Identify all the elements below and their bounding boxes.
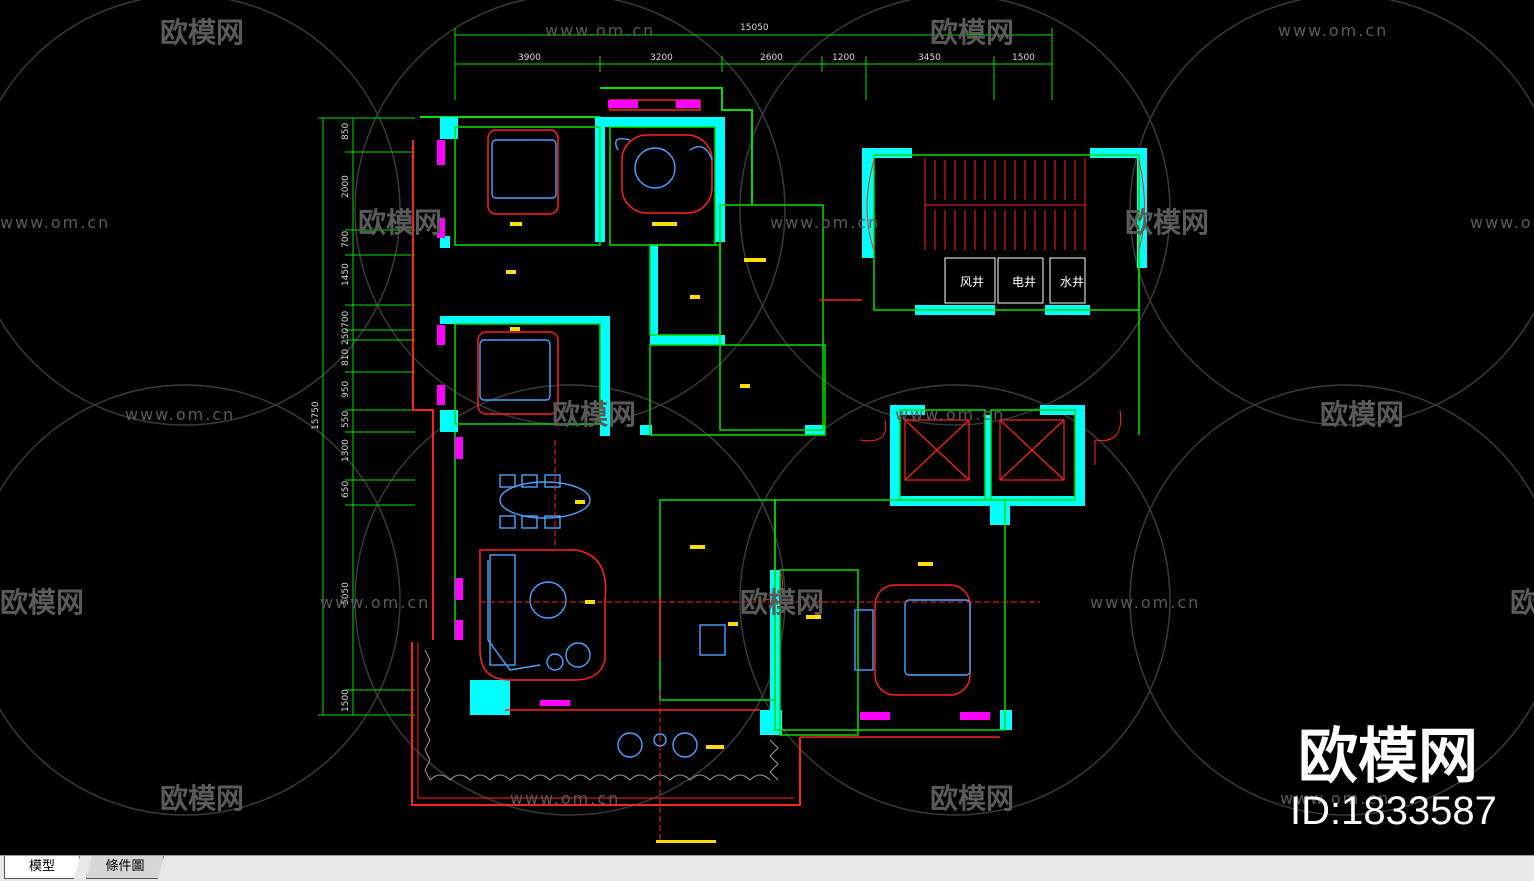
dimension-texts: 15050 (740, 23, 769, 33)
watermark-logo: 欧模网 (160, 782, 244, 815)
dimension-left-text: 250 (341, 328, 351, 345)
dimension-top-text: 2600 (760, 53, 783, 63)
dimension-lines (318, 28, 1053, 716)
axis-lines (480, 440, 1040, 840)
watermark-url: www.om.cn (895, 405, 1005, 424)
floor-plan-drawing[interactable]: 15050 3900 3200 2600 1200 3450 1500 850 2000 70… (0, 0, 1534, 855)
tab-model[interactable]: 模型 (4, 856, 80, 879)
watermark-url: www.om.cn (1090, 593, 1200, 612)
furniture (479, 138, 971, 758)
dimension-top-text: 1200 (832, 53, 855, 63)
dimension-left-text: 810 (341, 349, 351, 366)
watermark-big-logo: 欧模网 (1298, 722, 1478, 792)
tab-layout[interactable]: 條件圖 (86, 856, 164, 879)
dimension-total-text: 15050 (740, 23, 769, 33)
dimension-left-text: 700 (341, 231, 351, 248)
watermark-url: www.om.cn (510, 789, 620, 808)
dimension-left-text: 700 (341, 311, 351, 328)
dimension-top-text: 1500 (1012, 53, 1035, 63)
dimension-left-text: 5050 (341, 582, 351, 605)
dimension-left-text: 1300 (341, 439, 351, 462)
watermark-url: www.om.cn (770, 213, 880, 232)
dimension-top-text: 3900 (518, 53, 541, 63)
structural-columns (440, 117, 1147, 735)
interior-walls (454, 126, 1140, 736)
door-arcs (759, 409, 1122, 601)
shaft-labels: 风井 电井 水井 (960, 275, 1084, 289)
watermark-logo: 欧模网 (358, 206, 442, 239)
watermark-logo-texts: 欧模网欧模网欧模网欧模网欧模网欧模网欧模网欧模网欧模网欧模网欧模网 (0, 16, 1534, 815)
room-label-marks (506, 222, 933, 843)
shaft-label: 风井 (960, 275, 984, 289)
watermark-url: www.om.cn (0, 213, 110, 232)
watermark-logo: 欧模网 (930, 782, 1014, 815)
watermark-logo: 欧模网 (930, 16, 1014, 49)
shaft-label: 水井 (1060, 275, 1084, 289)
dimension-left-text: 650 (341, 481, 351, 498)
watermark-logo: 欧模网 (1320, 398, 1404, 431)
dimension-left-text: 550 (341, 411, 351, 428)
outer-walls (411, 87, 801, 806)
watermark-url: www.om.cn (1280, 789, 1390, 808)
layout-tab-bar: 模型 條件圖 (0, 855, 1534, 881)
dimension-left-text: 1450 (341, 263, 351, 286)
watermark-id-text: ID:1833587 (1290, 789, 1497, 833)
shaft-label: 电井 (1012, 275, 1036, 289)
dimension-left-total-text: 15750 (311, 401, 321, 430)
left-dimensions: 8502000700145070025081095055013006505050… (311, 123, 351, 712)
dimension-top-text: 3200 (650, 53, 673, 63)
dimension-left-text: 1500 (341, 689, 351, 712)
cad-model-space[interactable]: 15050 3900 3200 2600 1200 3450 1500 850 2000 70… (0, 0, 1534, 855)
watermark-logo: 欧模网 (740, 586, 824, 619)
watermark-url: www.om.cn (1278, 21, 1388, 40)
top-dimensions: 3900 3200 2600 1200 3450 1500 (518, 53, 1035, 63)
magenta-fixtures (437, 100, 990, 720)
dimension-left-text: 850 (341, 123, 351, 140)
balcony-planting (424, 649, 779, 781)
stairs (866, 158, 1145, 251)
watermark-logo: 欧模网 (1510, 586, 1534, 619)
watermark-url: www.om.cn (1470, 213, 1534, 232)
watermark-logo: 欧模网 (160, 16, 244, 49)
shafts (944, 257, 1086, 304)
watermark-logo: 欧模网 (0, 586, 84, 619)
watermark-url: www.om.cn (545, 21, 655, 40)
dimension-top-text: 3450 (918, 53, 941, 63)
watermark-circles (0, 0, 1534, 816)
watermark-logo: 欧模网 (1125, 206, 1209, 239)
dimension-left-text: 950 (341, 381, 351, 398)
watermark-url: www.om.cn (125, 405, 235, 424)
elevators (904, 419, 1065, 481)
watermark-logo: 欧模网 (552, 398, 636, 431)
watermark-url-texts: www.om.cn www.om.cn www.om.cn www.om.cn www.… (0, 21, 1534, 808)
watermark-url: www.om.cn (320, 593, 430, 612)
dimension-left-text: 2000 (341, 175, 351, 198)
